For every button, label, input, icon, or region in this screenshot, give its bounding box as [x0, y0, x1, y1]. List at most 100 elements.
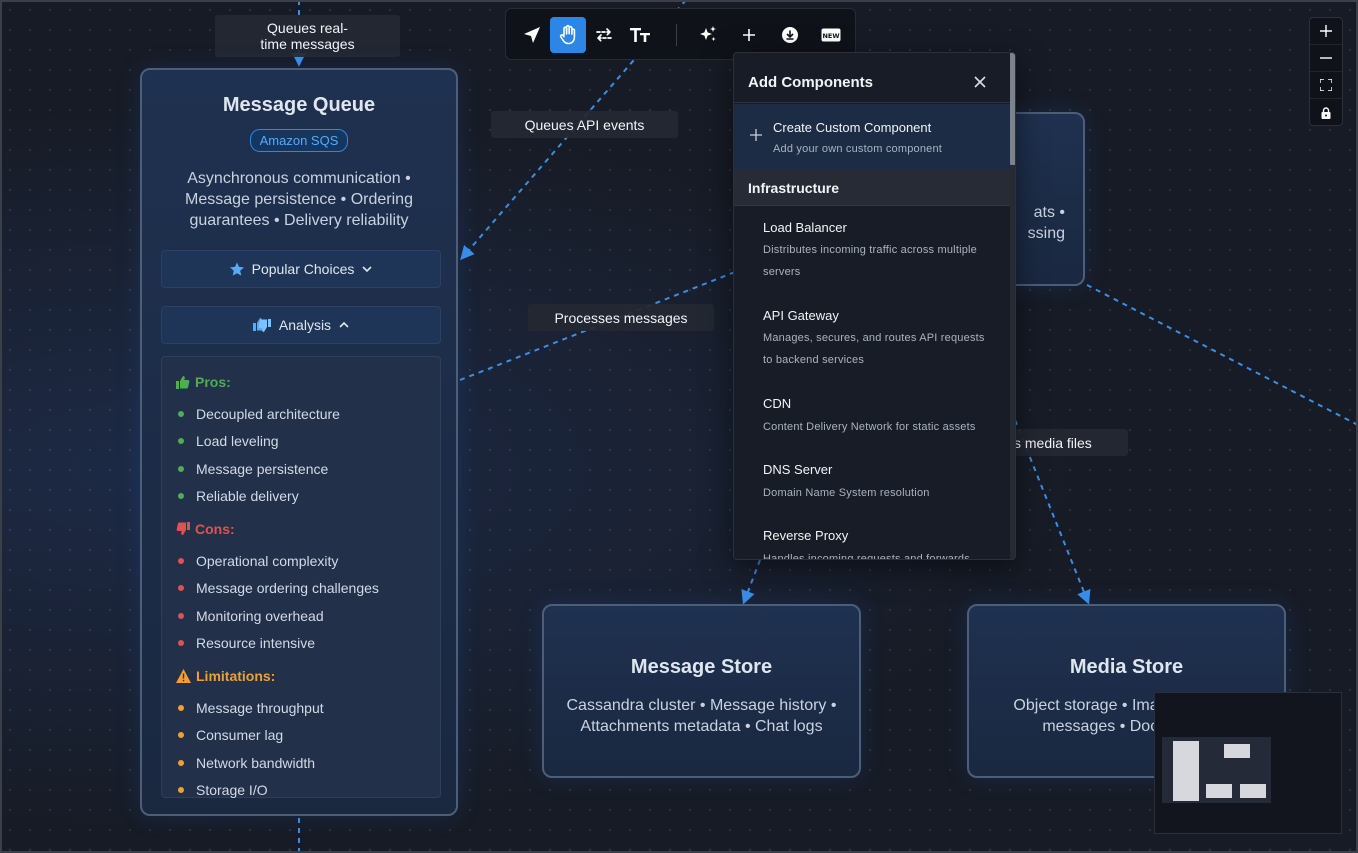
minus-icon [1320, 57, 1332, 59]
chevron-down-icon [362, 266, 372, 273]
connect-tool-button[interactable] [586, 17, 622, 53]
edge-right[interactable] [1086, 284, 1358, 426]
text-tool-button[interactable] [622, 17, 658, 53]
category-header[interactable] [734, 170, 1010, 206]
pros-heading: Pros: [176, 374, 440, 390]
message-queue-node[interactable]: Message Queue Amazon SQS Asynchronous co… [140, 68, 458, 816]
download-icon [782, 27, 798, 43]
component-item-load-balancer[interactable]: Load Balancer [763, 220, 847, 235]
partial-node-desc: ats • ssing [1027, 204, 1065, 242]
custom-component-desc: Add your own custom component [773, 143, 943, 155]
add-component-button[interactable] [731, 17, 767, 53]
list-item: Operational complexity [176, 547, 440, 575]
component-item-api-gateway[interactable]: API Gateway [763, 308, 839, 323]
warning-icon [176, 669, 191, 683]
analysis-panel: Pros: Decoupled architecture Load leveli… [161, 356, 441, 798]
new-feature-button[interactable]: NEW [813, 17, 849, 53]
close-button[interactable] [972, 74, 988, 90]
cursor-arrow-icon [524, 27, 540, 43]
ai-generate-button[interactable] [690, 17, 726, 53]
list-item: Message ordering challenges [176, 575, 440, 603]
list-item: Load leveling [176, 428, 440, 456]
list-item: Message throughput [176, 694, 440, 722]
node-description: Cassandra cluster • Message history • At… [566, 697, 837, 735]
canvas-toolbar: NEW [505, 8, 856, 60]
node-title: Media Store [1069, 656, 1184, 678]
panel-header [734, 53, 1010, 103]
select-tool-button[interactable] [514, 17, 550, 53]
list-item: Network bandwidth [176, 749, 440, 777]
zoom-in-button[interactable] [1310, 18, 1342, 45]
cons-list: Operational complexity Message ordering … [176, 547, 440, 657]
lock-icon [1321, 106, 1331, 119]
edge-label-realtime: Queues real-time messages [215, 15, 400, 57]
component-item-desc: Domain Name System resolution [763, 487, 930, 499]
svg-text:NEW: NEW [822, 32, 839, 40]
star-icon [229, 262, 244, 276]
edge-to-message-store[interactable] [741, 559, 761, 605]
list-item: Reliable delivery [176, 483, 440, 511]
limitations-heading: Limitations: [176, 668, 440, 684]
minimap[interactable] [1154, 692, 1342, 834]
plus-icon [743, 29, 755, 41]
thumbs-up-icon [176, 376, 190, 389]
add-components-panel: Add Components Create Custom Component A… [733, 52, 1016, 560]
fit-view-icon [1320, 79, 1332, 91]
component-item-dns-server[interactable]: DNS Server [763, 462, 833, 477]
category-label: Infrastructure [748, 180, 840, 196]
sparkles-icon [700, 26, 716, 41]
popular-choices-label: Popular Choices [251, 261, 355, 277]
toolbar-divider [676, 24, 677, 46]
lock-button[interactable] [1310, 99, 1342, 126]
list-item: Consumer lag [176, 722, 440, 750]
download-button[interactable] [772, 17, 808, 53]
edge-label-processes: Processes messages [528, 304, 714, 331]
chevron-up-icon [339, 321, 349, 328]
node-title: Message Store [630, 656, 773, 678]
panel-title: Add Components [748, 74, 873, 91]
edge-label-media: s media files [1012, 429, 1128, 456]
cons-heading: Cons: [176, 521, 440, 537]
tech-badge: Amazon SQS [249, 129, 349, 152]
thumbs-icon [252, 318, 271, 332]
thumbs-down-icon [176, 522, 190, 535]
message-store-node[interactable]: Message Store Cassandra cluster • Messag… [542, 604, 861, 778]
list-item: Monitoring overhead [176, 602, 440, 630]
component-item-desc: Distributes incoming traffic across mult… [763, 244, 978, 278]
component-item-reverse-proxy[interactable]: Reverse Proxy [763, 528, 849, 543]
edge-label-api-events: Queues API events [491, 111, 678, 138]
list-item: Message persistence [176, 455, 440, 483]
minimap-node [1206, 784, 1232, 798]
component-item-desc: Handles incoming requests and forwards [763, 553, 970, 560]
limitations-list: Message throughput Consumer lag Network … [176, 694, 440, 804]
create-custom-component-item[interactable] [734, 104, 1010, 170]
component-item-cdn[interactable]: CDN [763, 396, 792, 411]
panel-scrollbar[interactable] [1010, 53, 1015, 559]
new-badge-icon: NEW [821, 28, 841, 42]
zoom-controls [1309, 17, 1343, 126]
custom-component-title: Create Custom Component [773, 120, 932, 135]
node-title: Message Queue [222, 94, 376, 116]
analysis-button[interactable]: Analysis [161, 306, 441, 344]
pros-list: Decoupled architecture Load leveling Mes… [176, 400, 440, 510]
node-description: Asynchronous communication • Message per… [185, 170, 413, 229]
minimap-node [1224, 744, 1250, 758]
list-item: Storage I/O [176, 777, 440, 805]
text-size-icon [630, 28, 650, 42]
plus-icon [1320, 25, 1332, 37]
swap-arrows-icon [596, 28, 612, 42]
minimap-node [1173, 741, 1199, 801]
close-icon [974, 76, 986, 88]
zoom-out-button[interactable] [1310, 45, 1342, 72]
minimap-node [1240, 784, 1266, 798]
hand-icon [559, 24, 576, 45]
component-item-desc: Content Delivery Network for static asse… [763, 421, 976, 433]
scrollbar-thumb[interactable] [1010, 53, 1015, 165]
popular-choices-button[interactable]: Popular Choices [161, 250, 441, 288]
plus-icon [750, 129, 762, 141]
fit-view-button[interactable] [1310, 72, 1342, 99]
pan-tool-button[interactable] [550, 17, 586, 53]
list-item: Decoupled architecture [176, 400, 440, 428]
component-item-desc: Manages, secures, and routes API request… [763, 332, 985, 366]
list-item: Resource intensive [176, 630, 440, 658]
